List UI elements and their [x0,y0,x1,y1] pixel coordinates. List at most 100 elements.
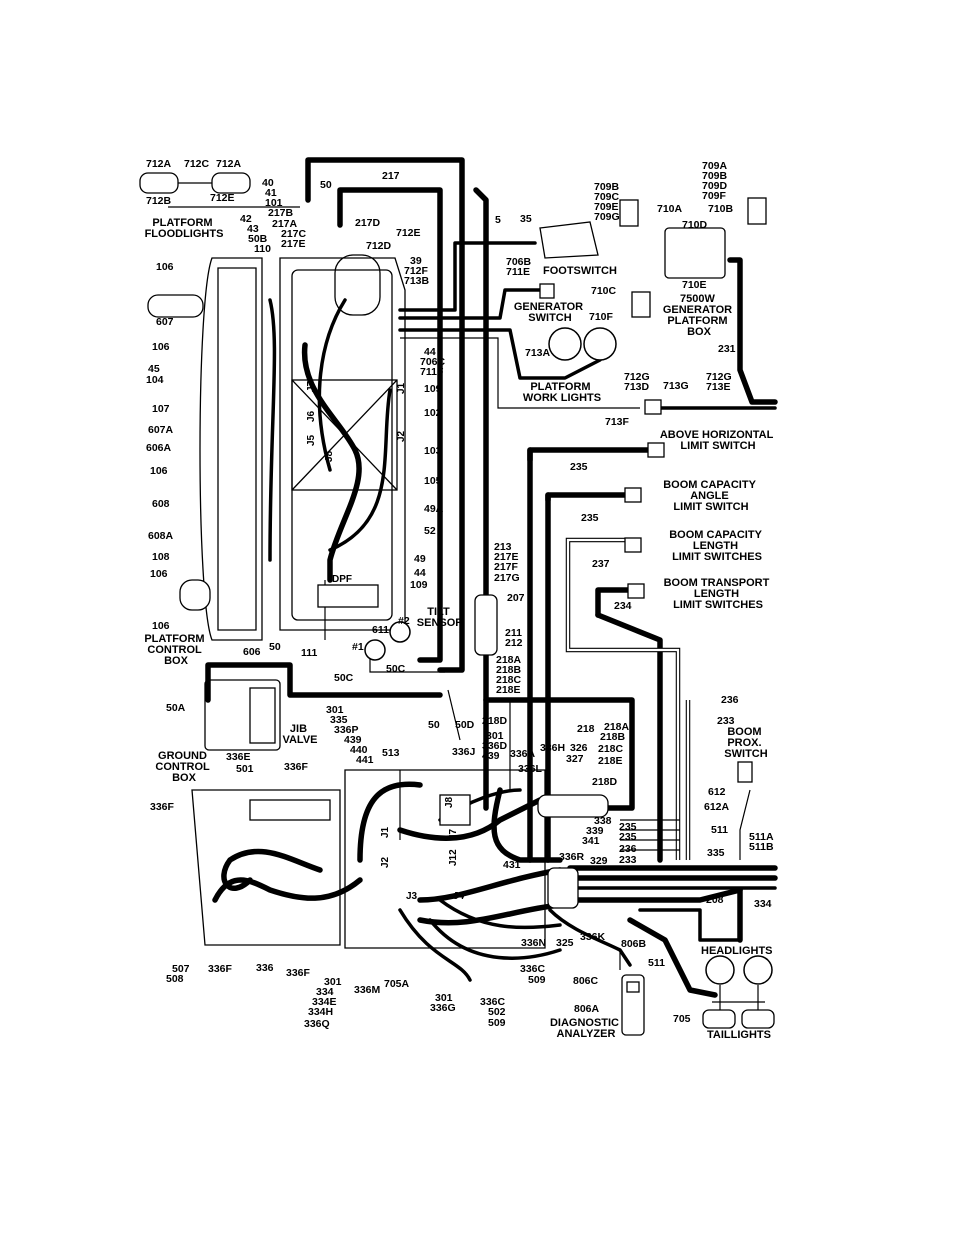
wire-label: 49 [414,553,426,565]
wire-label: 709F [702,190,727,202]
wire-label: 511 [648,957,665,969]
wire-label: 712C [184,158,210,170]
joystick-top [147,294,204,318]
capacity-angle-switch [624,487,642,503]
wire-label: 50D [455,719,475,731]
wire-label: 218E [598,755,623,767]
capacity-length-switch [624,537,642,553]
wire-label: 334 [754,898,772,910]
wire-label: 710D [682,219,708,231]
wire-label: 108 [152,551,170,563]
components [139,172,775,1036]
wire-label: 103 [424,445,442,457]
wire-label: 5 [495,214,501,226]
work-light-left [548,327,582,361]
wire-label: 335 [330,714,348,726]
tilt-sensor-1 [364,639,386,661]
wire-label: 40 [262,177,274,189]
wire-label: 336Q [304,1018,330,1030]
main-harness [205,157,778,998]
wire-label: 336G [430,1002,456,1014]
wire-label: 50B [248,233,268,245]
connector-ground-j8: J8 [444,796,455,808]
wire-label: 301 [324,976,342,988]
wire-label: 336P [334,724,359,736]
boom-transport-label: BOOM TRANSPORT LENGTH LIMIT SWITCHES [664,577,773,611]
wire-label: 339 [586,825,604,837]
wire-label: 606 [243,646,261,658]
wire-label: 45 [148,363,160,375]
wire-label: 713D [624,381,650,393]
jib-valve-label: JIB VALVE [282,723,317,746]
wire-label: 301 [486,730,504,742]
wire-label: 217C [281,228,307,240]
wire-label: 710E [682,279,707,291]
wire-label: 207 [507,592,525,604]
wire-label: 334E [312,996,337,1008]
wire-label: 711E [506,266,530,278]
above-horizontal-switch [647,442,665,458]
wire-label: 709E [594,201,619,213]
wire-label: 713B [404,275,430,287]
wire-label: 106 [150,568,168,580]
wire-label: 710F [589,311,614,323]
wire-label: 513 [382,747,400,759]
wire-label: 336C [520,963,546,975]
wire-label: 35 [520,213,532,225]
wire-label: 335 [707,847,725,859]
wire-label: 509 [528,974,546,986]
wire-label: 211 [505,627,522,639]
wire-label: 43 [247,223,259,235]
wire-label: 106 [152,620,170,632]
component-labels: PLATFORM FLOODLIGHTS FOOTSWITCH GENERATO… [144,217,776,1041]
wire-label: 439 [482,750,500,762]
connector-ground-j2: J2 [380,856,391,868]
wire-label: 235 [619,821,637,833]
wire-label: 606A [146,442,172,454]
wire-label: 705 [673,1013,691,1025]
wire-label: 806A [574,1003,600,1015]
wire-label: 710B [708,203,734,215]
footswitch-label: FOOTSWITCH [543,265,617,277]
wire-label: 49A [424,503,444,515]
wire-label: 507 [172,963,190,975]
wire-label: 712G [706,371,732,383]
wire-label: 336K [580,931,606,943]
wire-label: 712A [216,158,242,170]
floodlight-right [211,172,251,194]
connector-j7: J7 [306,380,317,392]
wire-label: 709G [594,211,620,223]
ground-control-box-outline [191,789,341,946]
taillight-right [741,1009,775,1029]
wire-label: 301 [435,992,453,1004]
headlight-right [743,955,773,985]
generator-switch-label: GENERATOR SWITCH [514,301,586,324]
dpf-terminal [317,584,379,608]
wire-label: 218E [496,684,521,696]
wire-label: 50A [166,702,186,714]
wire-label: 608 [152,498,170,510]
wire-label: 336H [540,742,565,754]
wire-label: 217A [272,218,298,230]
footswitch-component [539,221,599,259]
wire-label: 50 [428,719,440,731]
wire-label: 806C [573,975,599,987]
connector-labels: J7 J1 J6 J5 J2 J8 J8 J1 J7 J12 J2 J3 J4 … [306,380,465,902]
wire-label: 341 [582,835,600,847]
boom-capacity-angle-label: BOOM CAPACITY ANGLE LIMIT SWITCH [663,479,759,513]
floodlight-left [139,172,179,194]
wire-label: 336R [559,851,585,863]
diagnostic-analyzer-label: DIAGNOSTIC ANALYZER [550,1017,622,1040]
above-horizontal-label: ABOVE HORIZONTAL LIMIT SWITCH [660,429,776,452]
boom-prox-switch-component [737,761,753,783]
wire-labels: 712A 712C 712A 712B 712E 40 41 101 217B … [146,158,774,1030]
wire-label: 713G [663,380,689,392]
wire-label: 336J [452,746,476,758]
wire-label: 511 [711,824,728,836]
wire-label: 709B [594,181,620,193]
platform-work-lights-label: PLATFORM WORK LIGHTS [523,381,601,404]
wire-label: 511A [749,831,774,843]
wire-label: 301 [326,704,344,716]
connector-j2: J2 [396,430,407,442]
